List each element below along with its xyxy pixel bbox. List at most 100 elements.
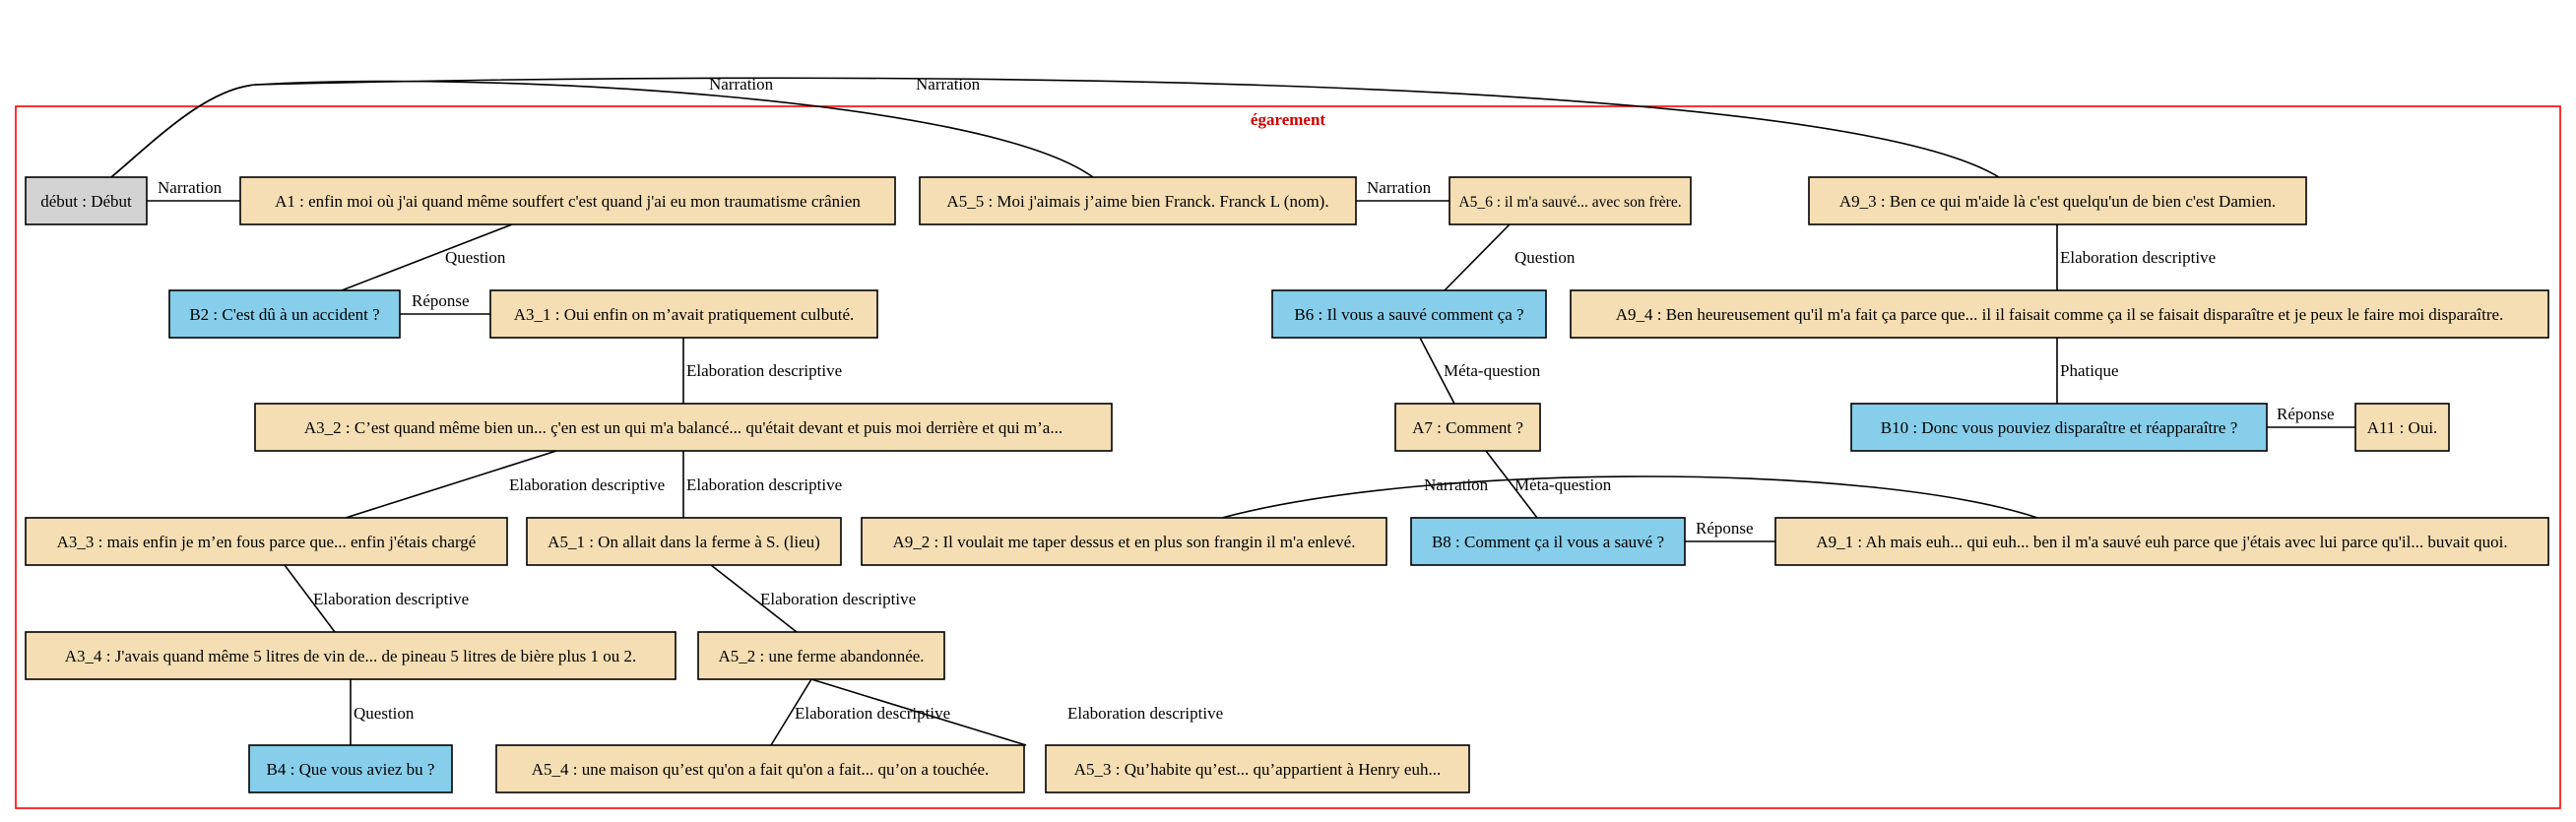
edge-line [1485,450,1538,519]
edge-B10-A11: Réponse [2267,405,2355,428]
edge-label: Phatique [2060,361,2119,380]
node-box [254,403,1113,452]
edge-line [345,450,557,519]
node-label: A3_2 : C’est quand même bien un... ç'en … [304,418,1063,437]
node-label: A3_1 : Oui enfin on m’avait pratiquement… [514,305,855,324]
edge-A9_2-A9_1: Narration [1221,475,2038,519]
edge-A9_4-B10: Phatique [2056,338,2119,404]
node-b2: B2 : C'est dû à un accident ? [168,289,401,339]
node-label: B8 : Comment ça il vous a sauvé ? [1432,533,1664,551]
node-box [25,176,148,225]
node-box [239,176,896,225]
edge-B8-A9_1: Réponse [1685,519,1775,542]
edge-A5_2-A5_4: Elaboration descriptive [770,678,950,746]
edge-A3_4-B4: Question [350,679,415,745]
node-a9-2: A9_2 : Il voulait me taper dessus et en … [861,517,1387,566]
node-box [1394,403,1541,452]
edge-label: Elaboration descriptive [1067,704,1223,723]
edge-line [284,564,336,633]
node-box [919,176,1357,225]
node-box [168,289,401,339]
edge-label: Narration [158,178,223,197]
node-a5-2: A5_2 : une ferme abandonnée. [697,631,945,680]
edge-line [810,678,1027,746]
edge-label: Elaboration descriptive [2060,248,2216,267]
node-box [861,517,1387,566]
edge-label: Question [445,248,506,267]
node-label: A1 : enfin moi où j'ai quand même souffe… [275,192,861,211]
node-b10: B10 : Donc vous pouviez disparaître et r… [1850,403,2268,452]
node-a9-3: A9_3 : Ben ce qui m'aide là c'est quelqu… [1808,176,2307,225]
node-box [248,744,453,793]
node-label: A9_1 : Ah mais euh... qui euh... ben il … [1816,533,2507,551]
edge-label: Narration [709,75,774,94]
node-a3-2: A3_2 : C’est quand même bien un... ç'en … [254,403,1113,452]
node-box [1850,403,2268,452]
node-box [1449,176,1692,225]
node-label: A9_4 : Ben heureusement qu'il m'a fait ç… [1616,305,2504,324]
edge-A5_1-A5_2: Elaboration descriptive [710,564,916,633]
edge-label: Narration [916,75,981,94]
node-box [1271,289,1547,339]
edge-debut-A9_3: Narration [110,75,2000,178]
node-label: B4 : Que vous aviez bu ? [267,760,435,779]
edge-label: Réponse [2277,405,2335,423]
node-box [495,744,1025,793]
node-b6: B6 : Il vous a sauvé comment ça ? [1271,289,1547,339]
node-box [526,517,842,566]
edge-label: Narration [1367,178,1432,197]
node-box [1410,517,1686,566]
edge-A3_2-A3_3: Elaboration descriptive [345,450,665,519]
node-a5-5: A5_5 : Moi j'aimais j’aime bien Franck. … [919,176,1357,225]
node-label: B6 : Il vous a sauvé comment ça ? [1294,305,1523,324]
node-box [2354,403,2450,452]
edge-line [1419,337,1455,405]
node-label: A11 : Oui. [2367,418,2438,437]
edge-label: Elaboration descriptive [686,361,842,380]
node-a5-1: A5_1 : On allait dans la ferme à S. (lie… [526,517,842,566]
edge-label: Elaboration descriptive [795,704,950,723]
node-label: A5_5 : Moi j'aimais j’aime bien Franck. … [946,192,1328,211]
edge-line [110,77,2000,178]
node-a5-6: A5_6 : il m'a sauvé... avec son frère. [1449,176,1692,225]
node-a5-4: A5_4 : une maison qu’est qu'on a fait qu… [495,744,1025,793]
edge-line [341,223,513,291]
edge-A9_3-A9_4: Elaboration descriptive [2056,224,2216,290]
edge-label: Méta-question [1514,475,1612,494]
node-box [489,289,878,339]
node-label: B10 : Donc vous pouviez disparaître et r… [1881,418,2238,437]
node-a5-3: A5_3 : Qu’habite qu’est... qu’appartient… [1045,744,1470,793]
edge-A3_1-A3_2: Elaboration descriptive [682,338,842,404]
edge-B6-A7: Méta-question [1419,337,1541,405]
node-box [1774,517,2549,566]
edge-A5_6-B6: Question [1444,223,1576,291]
edge-label: Méta-question [1444,361,1541,380]
edge-A1-B2: Question [341,223,513,291]
edge-label: Elaboration descriptive [509,475,665,494]
edge-label: Question [354,704,415,723]
node-a1: A1 : enfin moi où j'ai quand même souffe… [239,176,896,225]
node-a9-4: A9_4 : Ben heureusement qu'il m'a fait ç… [1570,289,2549,339]
edge-line [1221,475,2038,519]
node-label: A9_2 : Il voulait me taper dessus et en … [893,533,1356,551]
node-label: A3_3 : mais enfin je m’en fous parce que… [57,533,477,551]
node-label: A5_2 : une ferme abandonnée. [718,647,924,665]
node-label: B2 : C'est dû à un accident ? [189,305,379,324]
node-box [1045,744,1470,793]
node-a3-4: A3_4 : J'avais quand même 5 litres de vi… [25,631,676,680]
node-debut: début : Début [25,176,148,225]
edge-label: Elaboration descriptive [760,590,916,608]
edge-A5_5-A5_6: Narration [1356,178,1449,202]
cluster-label: égarement [1251,110,1325,129]
node-label: début : Début [40,192,132,211]
node-label: A9_3 : Ben ce qui m'aide là c'est quelqu… [1839,192,2276,211]
node-a11: A11 : Oui. [2354,403,2450,452]
node-label: A5_3 : Qu’habite qu’est... qu’appartient… [1074,760,1441,779]
edge-label: Narration [1424,475,1489,494]
node-b4: B4 : Que vous aviez bu ? [248,744,453,793]
edge-A5_2-A5_3: Elaboration descriptive [810,678,1223,746]
node-a3-3: A3_3 : mais enfin je m’en fous parce que… [25,517,508,566]
edge-A7-B8: Méta-question [1485,450,1612,519]
